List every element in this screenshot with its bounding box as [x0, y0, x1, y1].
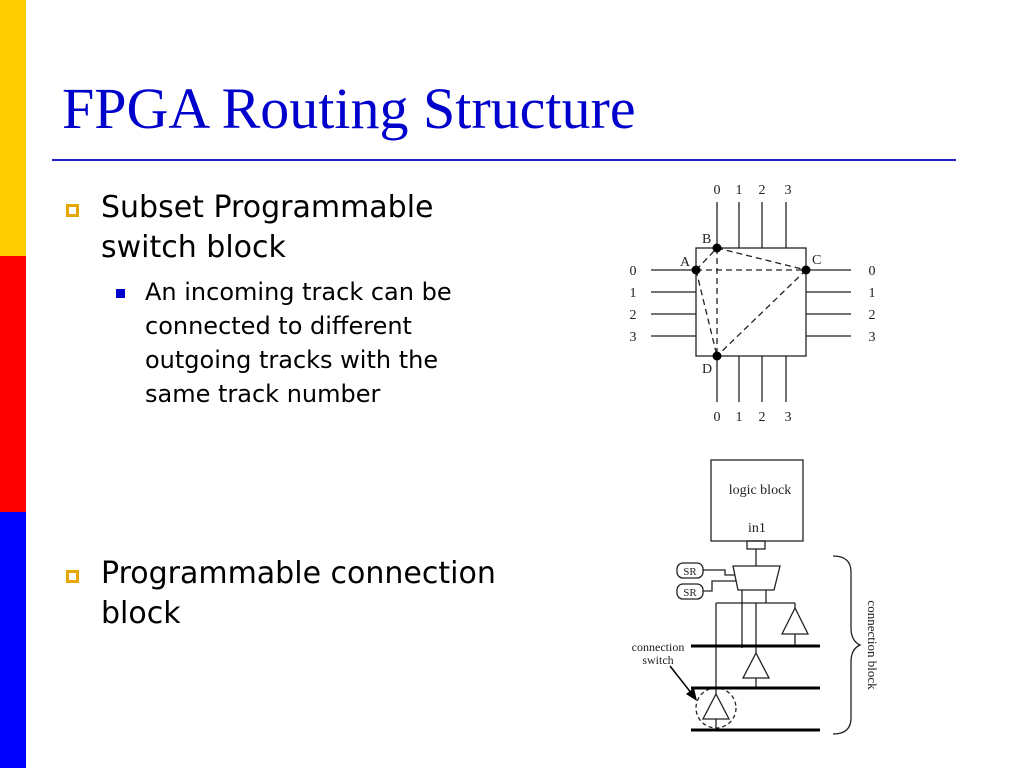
node-c-dot	[801, 265, 811, 275]
switch-block-diagram	[651, 202, 851, 402]
bullet-subset-switch-block: Subset Programmable switch block	[101, 188, 511, 268]
buffer-triangle	[741, 651, 771, 679]
top-track-number: 3	[785, 183, 792, 198]
bottom-track-number: 0	[714, 410, 721, 425]
bottom-track-number: 1	[736, 410, 743, 425]
slide-title: FPGA Routing Structure	[62, 76, 636, 141]
mux-shape	[732, 565, 781, 591]
top-track-number: 1	[736, 183, 743, 198]
right-track-number: 2	[869, 308, 876, 323]
top-track-number: 0	[714, 183, 721, 198]
connection-block-brace-label: connection block	[865, 600, 880, 690]
input-pin	[746, 540, 766, 550]
bullet-text: Programmable connection block	[101, 556, 496, 631]
sr-label-1: SR	[683, 566, 697, 578]
side-bar-blue	[0, 512, 26, 768]
right-track-number: 1	[869, 286, 876, 301]
bullet-marker-icon	[66, 204, 79, 217]
connection-block-diagram	[676, 459, 862, 735]
bullet-connection-block: Programmable connection block	[101, 554, 511, 634]
node-c-label: C	[812, 253, 821, 268]
left-track-number: 1	[630, 286, 637, 301]
sr-wire-1	[703, 569, 735, 576]
arrow-head-icon	[686, 688, 697, 701]
bullet-text: Subset Programmable switch block	[101, 190, 434, 265]
left-track-number: 3	[630, 330, 637, 345]
logic-block-label: logic block	[729, 483, 792, 498]
sub-bullet-incoming-track: An incoming track can be connected to di…	[145, 275, 495, 411]
left-track-number: 2	[630, 308, 637, 323]
node-d-label: D	[702, 362, 712, 377]
switch-nodes	[691, 243, 811, 361]
right-track-number: 3	[869, 330, 876, 345]
switch-connections	[695, 247, 807, 357]
connection-switch-label-line1: connection	[632, 640, 685, 654]
connection-switch-pointer	[669, 665, 693, 695]
node-a-dot	[691, 265, 701, 275]
switch-block-box	[695, 247, 807, 357]
node-a-label: A	[680, 255, 691, 270]
right-track-number: 0	[869, 264, 876, 279]
side-bar-red	[0, 256, 26, 512]
buffer-triangle	[780, 606, 810, 635]
node-b-label: B	[702, 232, 711, 247]
bottom-track-number: 2	[759, 410, 766, 425]
connection-switch-label-line2: switch	[642, 653, 673, 667]
connection-block-brace	[832, 555, 862, 735]
sub-bullet-text: An incoming track can be connected to di…	[145, 278, 452, 408]
routing-tracks	[691, 644, 820, 732]
buffer-triangle	[701, 692, 731, 720]
input-label: in1	[748, 521, 766, 536]
bottom-track-number: 3	[785, 410, 792, 425]
sr-wire-2	[703, 580, 736, 592]
sub-bullet-marker-icon	[116, 289, 125, 298]
left-track-number: 0	[630, 264, 637, 279]
side-bar-yellow	[0, 0, 26, 256]
node-labels: A B C D	[680, 232, 821, 377]
top-track-number: 2	[759, 183, 766, 198]
track-number-labels: 0 1 2 3 0 1 2 3 0 1 2 3 0 1 2 3	[630, 183, 876, 425]
title-rule	[52, 159, 956, 161]
sr-label-2: SR	[683, 587, 697, 599]
bullet-marker-icon	[66, 570, 79, 583]
node-b-dot	[712, 243, 722, 253]
node-d-dot	[712, 351, 722, 361]
